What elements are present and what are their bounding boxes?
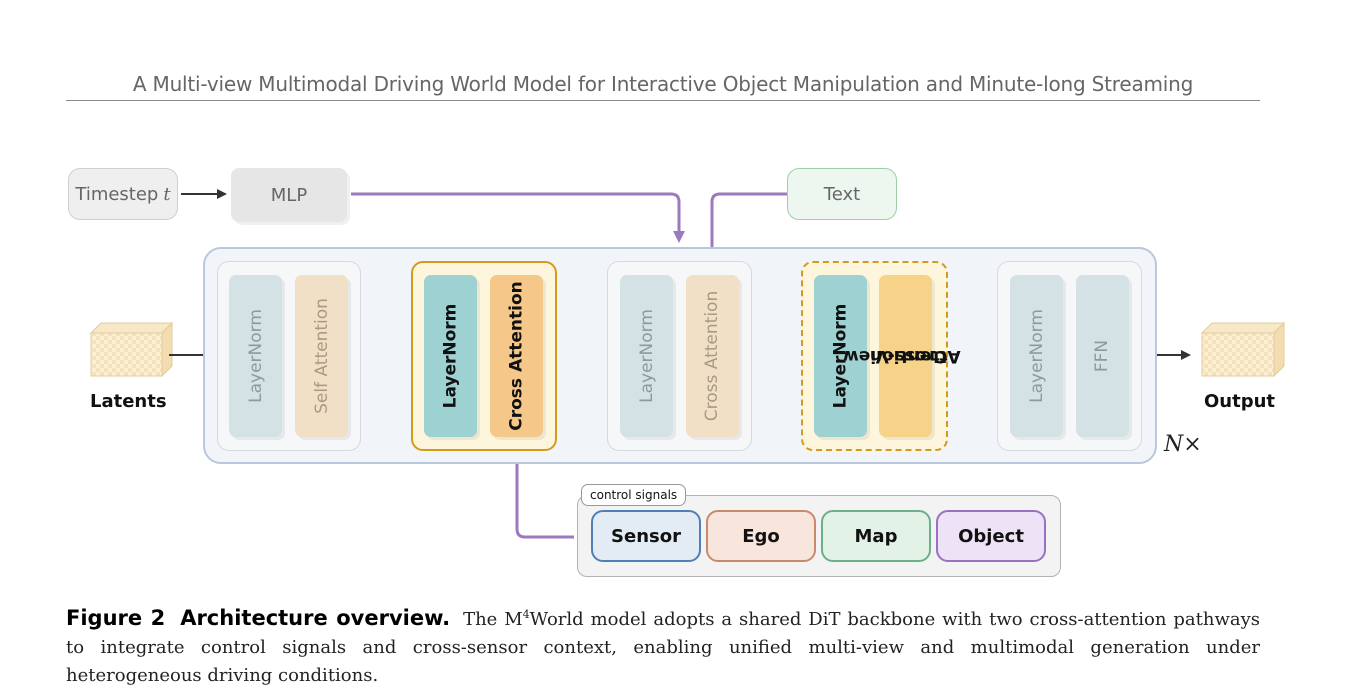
layernorm-block-1: LayerNorm [229, 275, 282, 437]
caption-text-after: World model adopts a shared DiT backbone… [66, 609, 1260, 686]
figure-caption: Figure 2 Architecture overview. The M4Wo… [66, 601, 1260, 690]
caption-superscript: 4 [522, 608, 530, 621]
text-box: Text [787, 168, 897, 220]
layernorm-block-2: LayerNorm [424, 275, 477, 437]
signal-map: Map [821, 510, 931, 562]
signal-object: Object [936, 510, 1046, 562]
running-title: A Multi-view Multimodal Driving World Mo… [132, 72, 1194, 96]
signal-sensor: Sensor [591, 510, 701, 562]
latents-label: Latents [90, 391, 167, 412]
output-label: Output [1204, 391, 1276, 412]
control-cross-attention-block: Cross Attention [490, 275, 543, 437]
layernorm-block-3: LayerNorm [620, 275, 673, 437]
figure-connectors [89, 189, 1286, 539]
layernorm-block-5: LayerNorm [1010, 275, 1063, 437]
architecture-figure: Timestep t MLP Text LayerNorm Self Atten… [68, 168, 1286, 577]
repeat-label: N× [1164, 432, 1202, 457]
mlp-label: MLP [270, 184, 308, 206]
timestep-box: Timestep t [68, 168, 178, 220]
self-attention-block: Self Attention [295, 275, 348, 437]
header-rule [66, 100, 1260, 101]
signal-ego: Ego [706, 510, 816, 562]
timestep-variable: t [163, 183, 171, 205]
layernorm-block-4: LayerNorm [814, 275, 867, 437]
text-cross-attention-block: Cross Attention [686, 275, 739, 437]
timestep-label: Timestep [75, 183, 159, 205]
caption-text-before: The M [463, 609, 523, 630]
output-cube-icon [1200, 321, 1286, 378]
text-label: Text [823, 183, 861, 205]
control-signals-tag: control signals [581, 484, 687, 506]
caption-title: Architecture overview. [180, 606, 451, 630]
latents-cube-icon [89, 321, 174, 378]
mlp-box: MLP [231, 168, 347, 222]
caption-label: Figure 2 [66, 606, 166, 630]
ffn-block: FFN [1076, 275, 1129, 437]
